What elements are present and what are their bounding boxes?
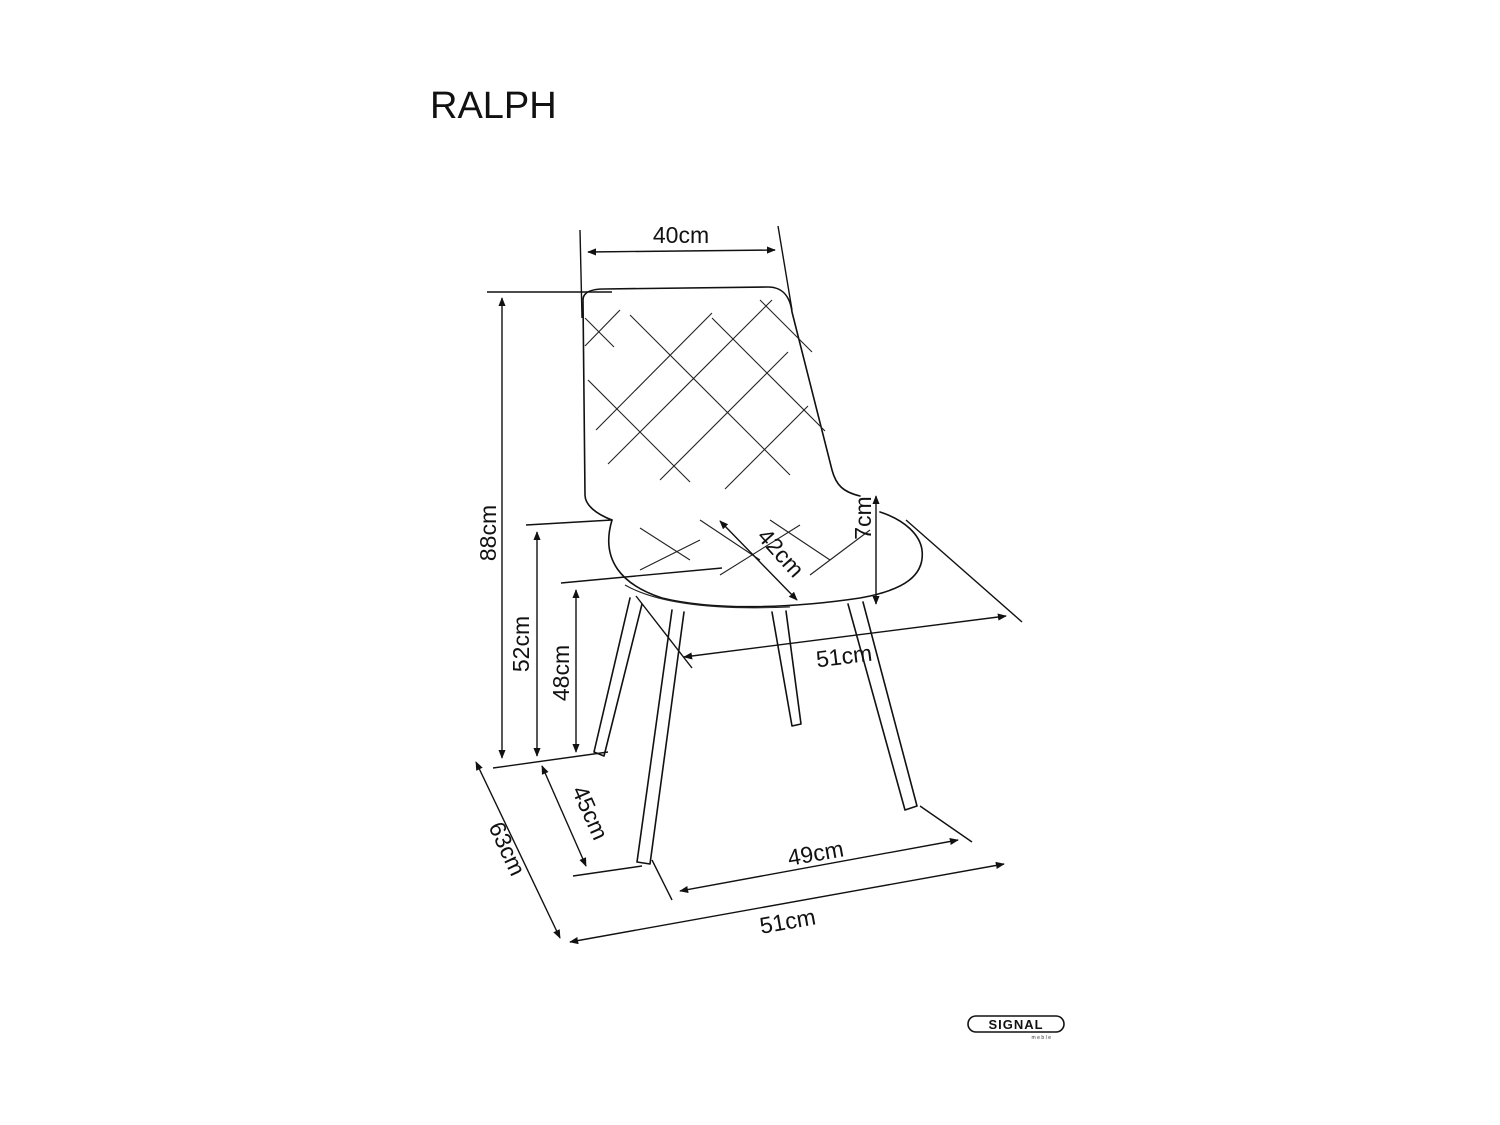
label-leg-width: 49cm (786, 835, 846, 870)
label-seat-height: 48cm (548, 645, 574, 701)
dim-leg-depth (541, 765, 587, 867)
logo-sub: meble (1031, 1035, 1052, 1041)
product-title: RALPH (430, 85, 557, 127)
logo-badge (967, 1015, 1065, 1033)
ext-backrest-right (777, 225, 793, 311)
label-total-height: 88cm (475, 505, 501, 561)
label-total-width: 51cm (758, 903, 818, 938)
label-backrest-width: 40cm (653, 222, 709, 248)
ext-armrest (525, 519, 613, 526)
dimension-lines (475, 225, 1023, 945)
seat-front-edge (624, 584, 791, 609)
ext-leg-left (651, 859, 673, 901)
label-seat-width: 51cm (815, 640, 874, 673)
label-backrest-rise: 7cm (850, 496, 876, 539)
dimension-labels: 40cm 88cm 52cm 48cm 42cm 7cm 51cm 63cm 4… (475, 222, 876, 939)
dim-seat-width (683, 613, 1007, 660)
dim-seat-depth (719, 520, 798, 601)
leg-back-right (771, 610, 802, 727)
ext-floor (492, 751, 609, 769)
ext-leg-front (572, 865, 643, 877)
ext-seat-left (635, 595, 693, 669)
logo-brand: SIGNAL (988, 1017, 1043, 1032)
dim-total-width (569, 861, 1005, 945)
ext-seat (560, 567, 723, 584)
label-seat-depth: 42cm (752, 523, 809, 582)
seat-quilting (639, 519, 871, 576)
ext-backrest-left (579, 229, 583, 319)
dim-backrest-width (587, 246, 776, 256)
signal-logo: SIGNAL meble (967, 1015, 1065, 1041)
leg-front-right (847, 601, 918, 811)
label-leg-depth: 45cm (567, 782, 614, 844)
label-armrest-height: 52cm (508, 616, 534, 672)
ext-seat-right (905, 519, 1023, 623)
label-total-depth: 63cm (484, 818, 531, 880)
backrest-quilting (584, 299, 826, 490)
chair-legs (593, 597, 918, 865)
dim-total-depth (475, 761, 561, 939)
leg-back-left (593, 597, 643, 757)
backrest-outline (582, 286, 861, 521)
seat-cushion (607, 511, 924, 608)
ext-leg-right (919, 805, 973, 843)
chair-drawing (582, 286, 924, 865)
